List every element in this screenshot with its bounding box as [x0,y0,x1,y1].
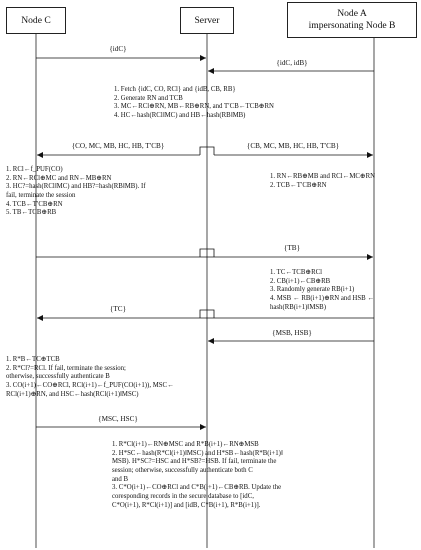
server-steps-block-1: 1. Fetch {idC, CO, RCl} and {idB, CB, RB… [114,86,314,121]
step-line: coresponding records in the secure datab… [112,493,254,501]
step-line: 1. R*B←TC⊕TCB [6,356,60,363]
step-line: 3. C*O(i+1)←CO⊕RCl and C*B(i+1)←CB⊕RB. U… [112,484,282,492]
step-line: 4. MSB ← RB(i+1)⊕RN and HSB ← [270,295,375,303]
node-a-label-line2: impersonating Node B [308,20,396,31]
step-line: 3. Randomly generate RB(i+1) [270,286,355,294]
step-line: 2. CB(i+1)←CB⊕RB [270,277,331,285]
step-line: 1. TC←TCB⊕RCl [270,269,323,276]
server-bridge-1 [199,146,215,155]
step-line: hash(RB(i+1)‖MSB) [270,303,326,311]
server-bridge-2 [199,248,215,257]
step-line: 2. RN←RCl⊕MC and RN←MB⊕RN [6,174,112,182]
step-line: 2. TCB←T′CB⊕RN [270,181,327,189]
step-line: 4. HC←hash(RCl‖MC) and HB←hash(RB‖MB) [114,112,246,120]
step-line: 1. R*Cl(i+1)←RN⊕MSC and R*B(i+1)←RN⊕MSB [112,441,259,448]
server-header: Server [180,7,234,34]
msg-4-label: {TB} [283,244,301,252]
msg-5-label: {TC} [109,305,127,313]
msg-2-label: {idC, idB} [276,59,308,67]
step-line: and B [112,475,129,483]
step-line: 1. RN←RB⊕MB and RCl←MC⊕RN [270,173,376,180]
node-c-header: Node C [6,7,66,34]
step-line: 3. HC?=hash(RCl‖MC) and HB?=hash(RB‖MB).… [6,183,146,191]
step-line: 2. R*Cl?=RCl. If fail, terminate the ses… [6,364,126,372]
msg-6-label: {MSB, HSB} [272,329,312,337]
msg-3-label-right: {CB, MC, MB, HC, HB, T′CB} [246,142,340,150]
step-line: RCl(i+1)⊕RN, and HSC←hash(RCl(i+1)‖MSC) [6,390,139,398]
server-bridge-3 [199,309,215,318]
step-line: 2. Generate RN and TCB [114,94,183,102]
step-line: session; otherwise, successfully authent… [112,467,253,475]
msg-3-label-left: {CO, MC, MB, HC, HB, T′CB} [71,142,165,150]
server-label: Server [194,14,220,26]
node-a-steps-block-1: 1. RN←RB⊕MB and RCl←MC⊕RN 2. TCB←T′CB⊕RN [270,173,415,190]
step-line: MSB). H*SC?=HSC and H*SB?=HSB. If fail, … [112,458,277,466]
step-line: 3. CO(i+1)←CO⊕RCl, RCl(i+1)←f_PUF(CO(i+1… [6,382,174,390]
step-line: 3. MC←RCl⊕RN, MB←RB⊕RN, and T′CB←TCB⊕RN [114,103,274,111]
node-c-label: Node C [21,14,51,26]
step-line: 1. RCl←f_PUF(CO) [6,166,63,173]
step-line: 2. H*SC←hash(R*Cl(i+1)‖MSC) and H*SB←has… [112,449,283,457]
step-line: otherwise, successfully authenticate B [6,373,110,381]
node-c-steps-block-2: 1. R*B←TC⊕TCB 2. R*Cl?=RCl. If fail, ter… [6,356,204,399]
step-line: C*O(i+1), R*Cl(i+1)] and [idB, C*B(i+1),… [112,501,261,509]
step-line: 1. Fetch {idC, CO, RCl} and {idB, CB, RB… [114,86,236,93]
step-line: 5. TB←TCB⊕RB [6,209,57,217]
step-line: fail, terminate the session [6,192,76,200]
node-a-steps-block-2: 1. TC←TCB⊕RCl 2. CB(i+1)←CB⊕RB 3. Random… [270,269,420,312]
node-a-header: Node A impersonating Node B [287,2,417,38]
step-line: 4. TCB←T′CB⊕RN [6,200,63,208]
node-c-steps-block-1: 1. RCl←f_PUF(CO) 2. RN←RCl⊕MC and RN←MB⊕… [6,166,206,218]
server-steps-block-2: 1. R*Cl(i+1)←RN⊕MSC and R*B(i+1)←RN⊕MSB … [112,441,412,511]
msg-7-label: {MSC, HSC} [98,415,138,423]
msg-1-label: {idC} [109,45,127,53]
node-a-label-line1: Node A [337,8,367,20]
